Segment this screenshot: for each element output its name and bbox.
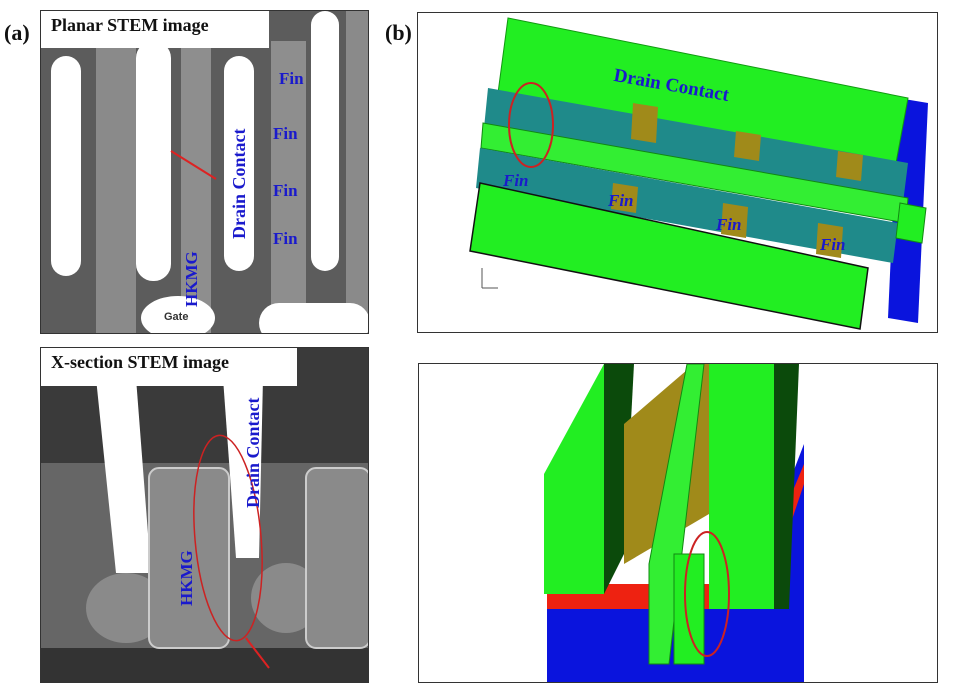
fin-label-1: Fin [279,69,304,88]
tcad-fin-label-3: Fin [716,215,742,234]
panel-a-label: (a) [4,20,30,45]
tcad-3d-view [418,363,938,683]
xsection-drain-contact-label: Drain Contact [243,397,263,509]
tcad-fin-label-2: Fin [608,191,634,210]
xsection-hkmg-label: HKMG [177,550,196,606]
drain-contact-label: Drain Contact [229,128,249,240]
fin-label-4: Fin [273,229,298,248]
xsection-stem-image: X-section STEM image Drain Contact HKMG [40,347,369,683]
hkmg-label: HKMG [182,251,201,307]
tcad-3d-graphic [544,364,804,682]
gate-label: Gate [164,311,189,323]
planar-stem-graphic [41,11,368,333]
tcad-fin-label-1: Fin [503,171,529,190]
tcad-top-graphic [469,17,928,330]
panel-b-label: (b) [385,20,412,45]
fin-label-2: Fin [273,124,298,143]
tcad-top-view: Drain Contact Fin Fin Fin Fin [417,12,938,333]
xsection-title: X-section STEM image [41,348,297,386]
planar-stem-image: Planar STEM image Fin Fin Fin Fin Drain … [40,10,369,334]
planar-title: Planar STEM image [41,11,269,48]
xsection-stem-graphic [41,348,368,682]
tcad-fin-label-4: Fin [820,235,846,254]
fin-label-3: Fin [273,181,298,200]
